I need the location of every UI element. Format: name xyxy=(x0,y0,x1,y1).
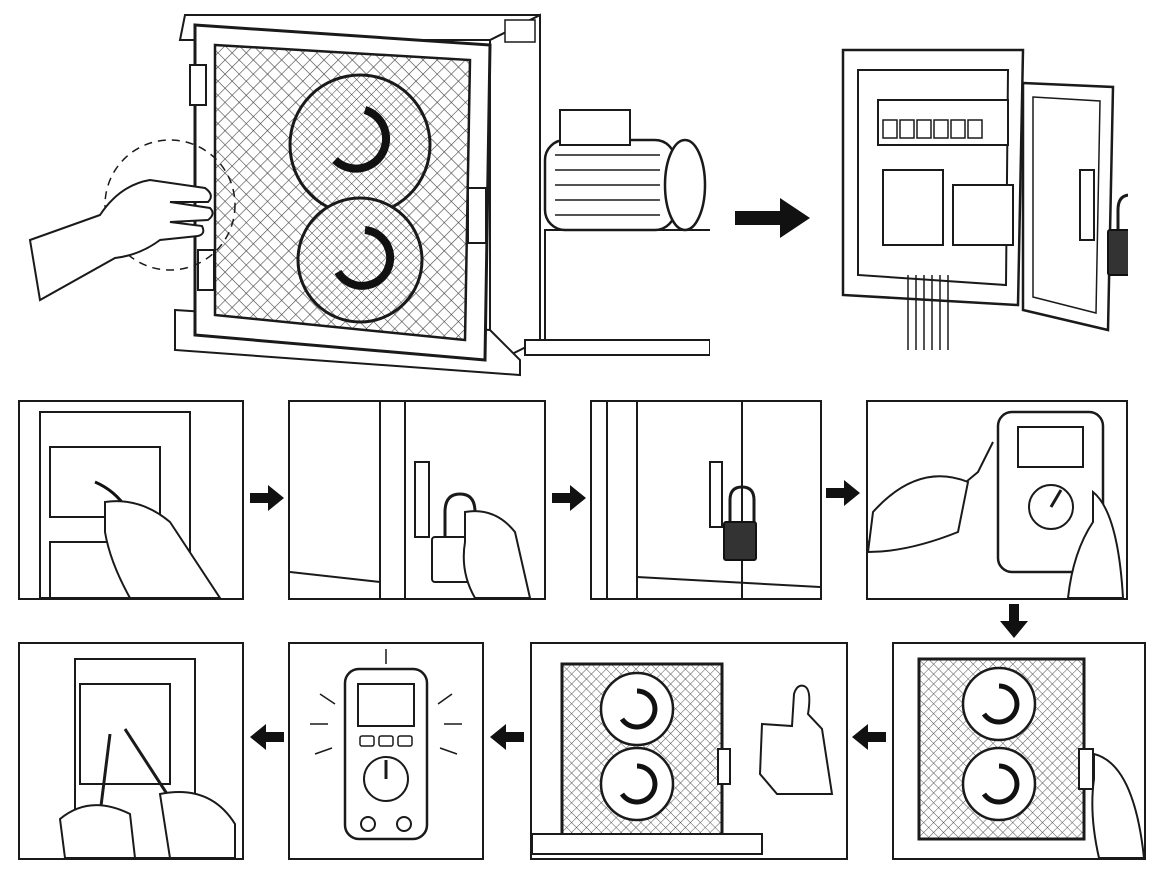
step-lock-applied-panel xyxy=(590,400,822,600)
step-switch-off-panel xyxy=(18,400,244,600)
arrow-right-icon xyxy=(552,485,586,511)
arrow-right-icon xyxy=(826,480,860,506)
step-test-meter-panel xyxy=(866,400,1128,600)
arrow-down-icon xyxy=(1000,604,1028,638)
arrow-left-icon xyxy=(490,724,524,750)
step-meter-zero-panel xyxy=(288,642,484,860)
arrow-left-icon xyxy=(250,724,284,750)
machine-guard-illustration xyxy=(20,10,710,380)
step-thumbs-up-panel xyxy=(530,642,848,860)
electrical-panel-illustration xyxy=(838,45,1128,355)
step-probe-terminals-panel xyxy=(18,642,244,860)
arrow-left-icon xyxy=(852,724,886,750)
arrow-right-icon xyxy=(735,198,810,238)
arrow-right-icon xyxy=(250,485,284,511)
step-open-guard-panel xyxy=(892,642,1146,860)
step-apply-lock-panel xyxy=(288,400,546,600)
